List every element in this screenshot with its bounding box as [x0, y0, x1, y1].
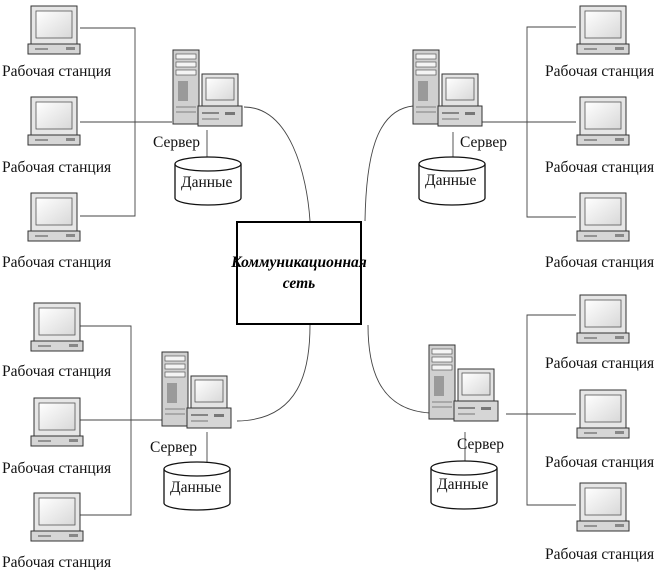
server-label: Сервер: [460, 134, 508, 151]
data-label: Данные: [425, 172, 477, 189]
communication-network-box: Коммуникационная сеть: [231, 221, 367, 325]
workstation-icon: [576, 192, 630, 242]
workstation-label: Рабочая станция: [2, 460, 112, 477]
network-title-line2: сеть: [282, 275, 316, 292]
server-label: Сервер: [153, 134, 201, 151]
workstation-label: Рабочая станция: [2, 254, 112, 271]
workstation-label: Рабочая станция: [2, 63, 112, 80]
server-icon: [412, 49, 483, 127]
workstation-icon: [30, 492, 84, 542]
server-label: Сервер: [457, 436, 505, 453]
workstation-icon: [576, 96, 630, 146]
workstation-label: Рабочая станция: [545, 454, 655, 471]
connection-lines: [80, 26, 576, 516]
workstation-label: Рабочая станция: [545, 159, 655, 176]
data-label: Данные: [170, 479, 222, 496]
workstation-icon: [27, 96, 81, 146]
workstation-icon: [27, 5, 81, 55]
workstation-icon: [576, 294, 630, 344]
workstation-label: Рабочая станция: [2, 554, 112, 570]
workstation-icon: [27, 192, 81, 242]
workstation-label: Рабочая станция: [545, 254, 655, 271]
workstation-icon: [30, 397, 84, 447]
server-icon: [428, 344, 499, 422]
workstation-icon: [30, 302, 84, 352]
server-label: Сервер: [150, 439, 198, 456]
server-icon: [161, 351, 232, 429]
server-icon: [172, 49, 243, 127]
data-label: Данные: [181, 174, 233, 191]
data-label: Данные: [437, 476, 489, 493]
workstation-label: Рабочая станция: [545, 63, 655, 80]
workstation-label: Рабочая станция: [545, 546, 655, 563]
workstation-label: Рабочая станция: [2, 363, 112, 380]
workstation-label: Рабочая станция: [2, 159, 112, 176]
network-title-line1: Коммуникационная: [231, 254, 367, 271]
workstation-label: Рабочая станция: [545, 355, 655, 372]
workstation-icon: [576, 5, 630, 55]
workstation-icon: [576, 389, 630, 439]
workstation-icon: [576, 482, 630, 532]
